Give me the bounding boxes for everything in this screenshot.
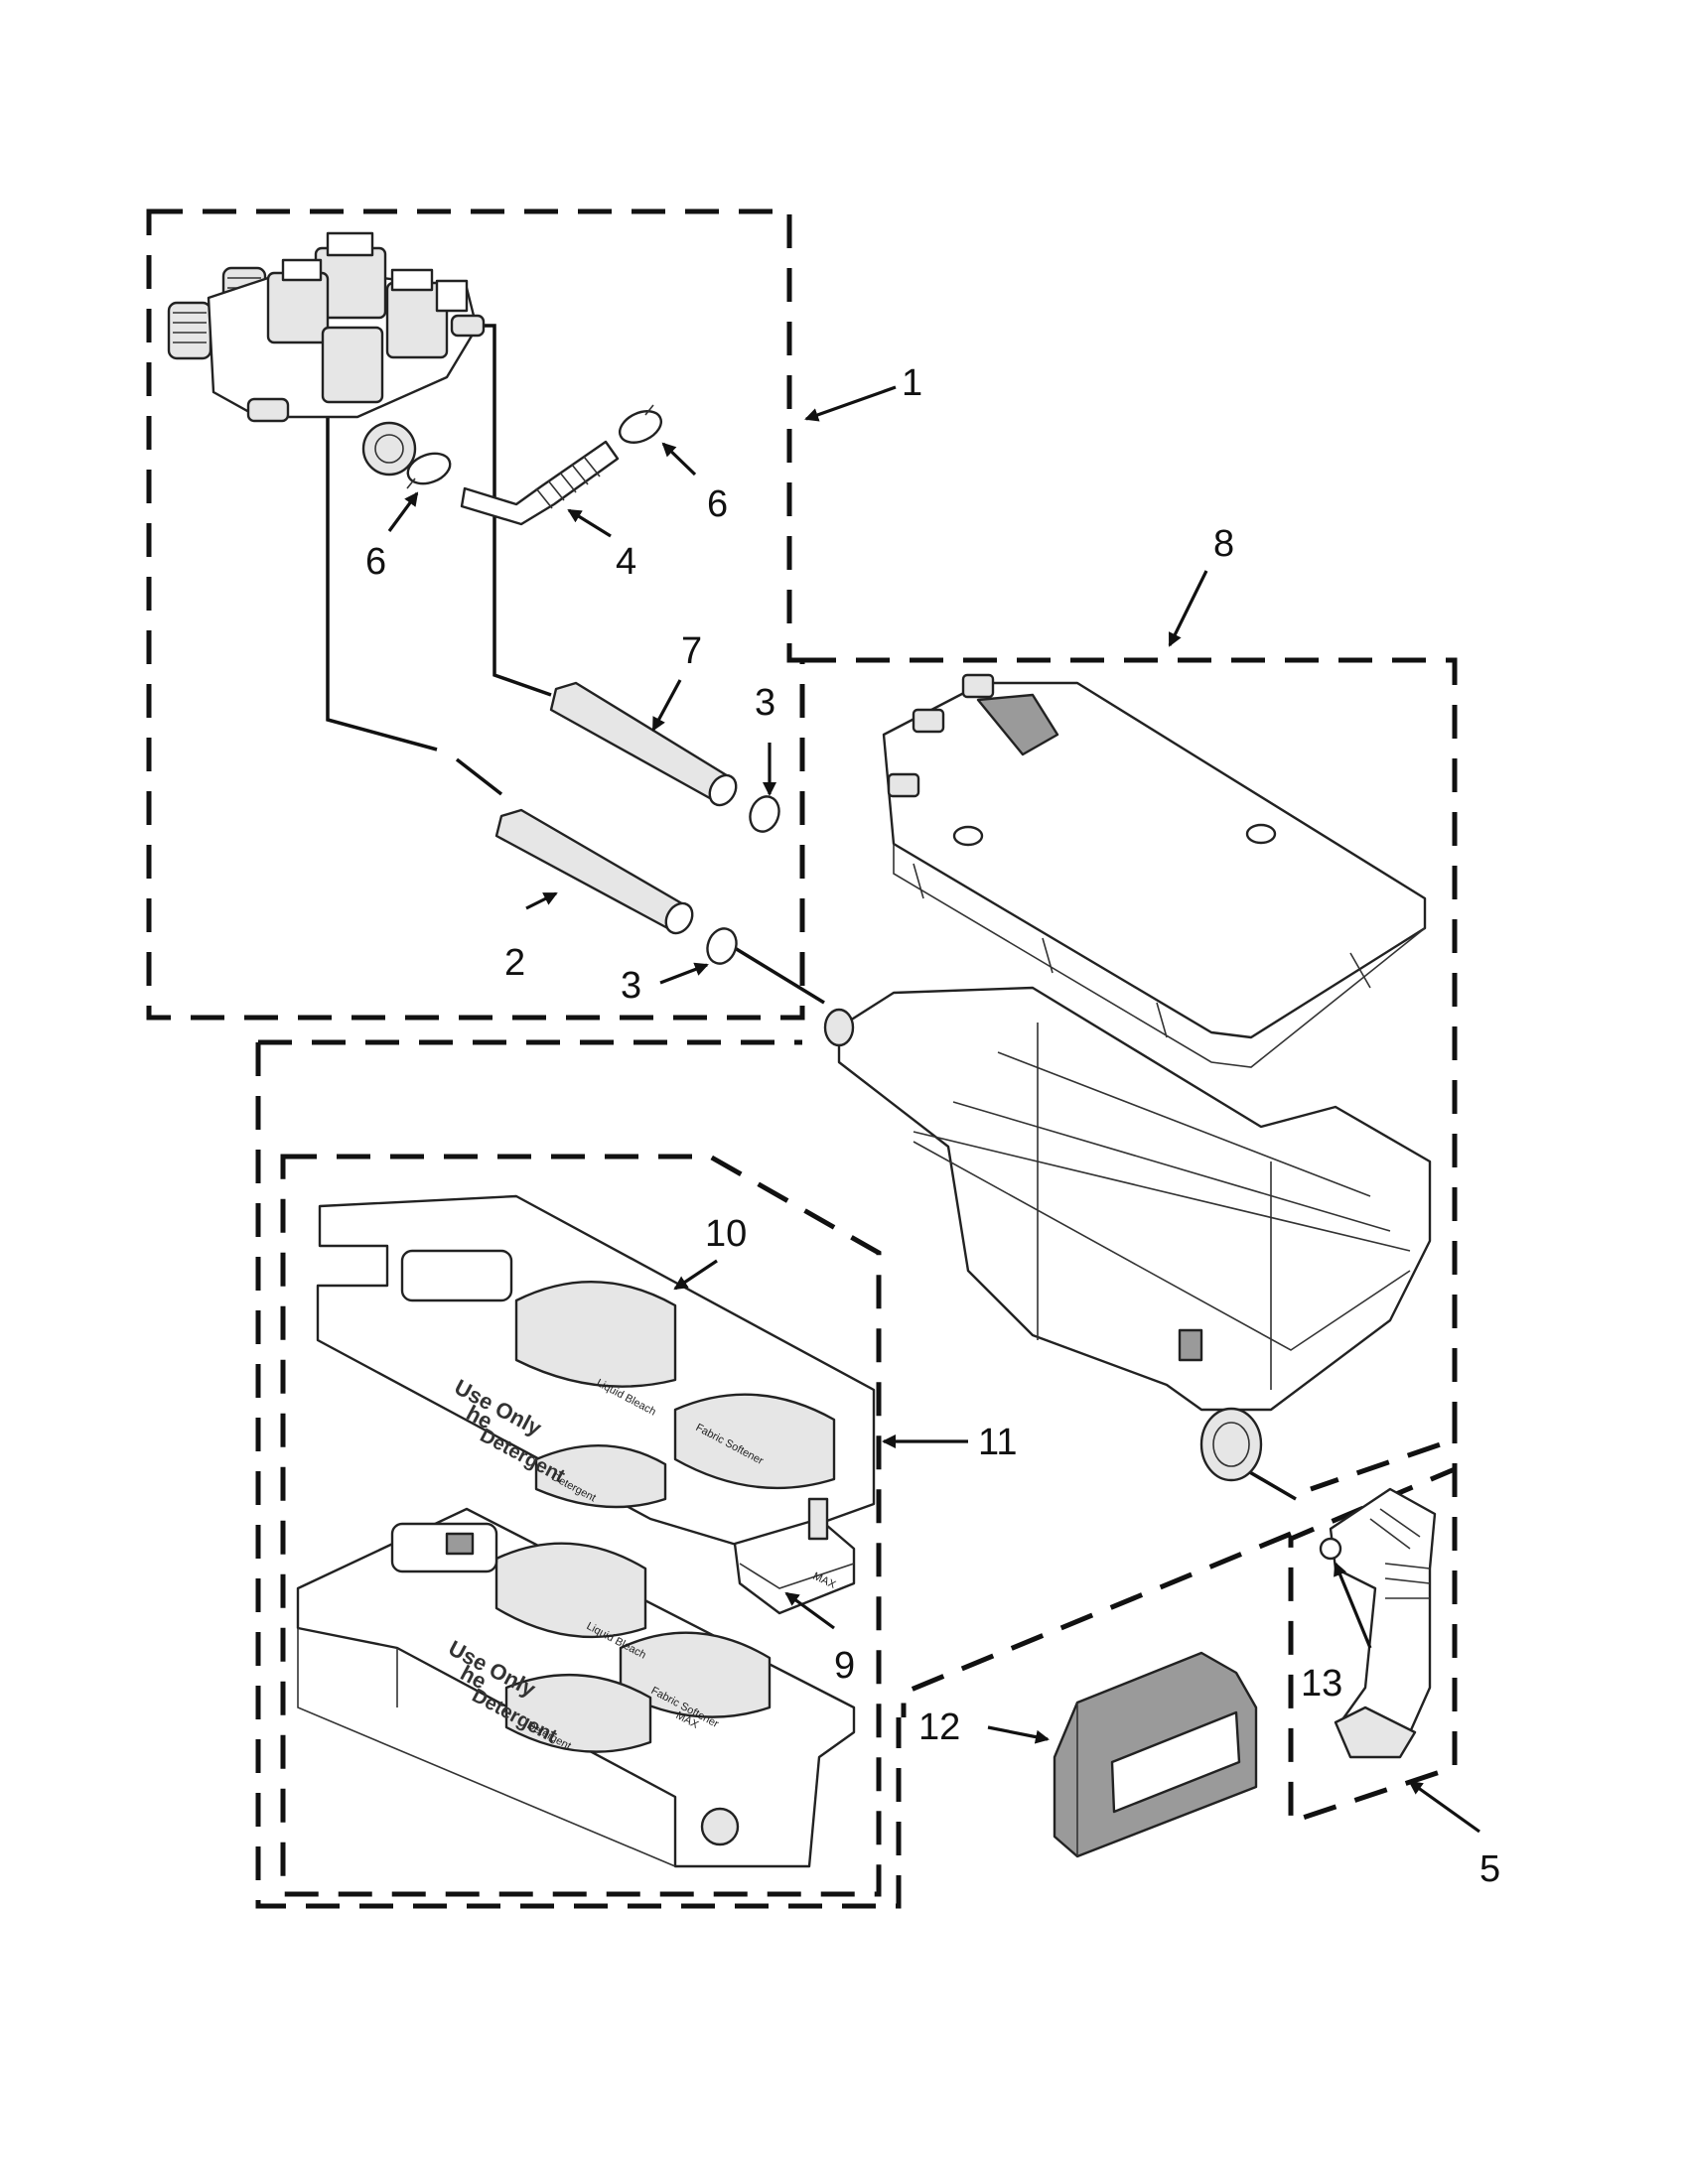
drawer-latch-frame	[390, 1522, 498, 1573]
callout-7: 7	[681, 630, 702, 672]
valve-outlet-round	[361, 421, 417, 477]
hose-clamp	[1319, 1537, 1342, 1561]
siphon-cap-9: MAX	[733, 1497, 856, 1615]
housing-inlet	[823, 1008, 855, 1047]
leader-13	[1334, 1562, 1372, 1649]
group-outlines	[146, 208, 1458, 1909]
tube-2	[494, 808, 694, 935]
housing-tab	[1178, 1328, 1203, 1362]
callout-10: 10	[705, 1213, 747, 1255]
group-box-handle	[901, 1531, 1292, 1717]
callout-3-lower: 3	[621, 965, 641, 1007]
hose-end	[1334, 1706, 1417, 1759]
cover-inlet-2	[912, 708, 945, 734]
leader-2	[525, 891, 558, 910]
leader-4	[567, 508, 612, 538]
callout-6-right: 6	[707, 483, 728, 525]
callout-2: 2	[504, 942, 525, 984]
valve-outlet-upper	[450, 314, 486, 338]
cover-boss-2	[1245, 823, 1277, 845]
leader-7	[651, 679, 682, 732]
insert-cup-1	[514, 1281, 677, 1388]
leader-8	[1168, 570, 1208, 647]
solenoid-terminal-1	[326, 231, 374, 257]
callout-6-left: 6	[365, 541, 386, 583]
drawer-handle-12	[1053, 1651, 1258, 1858]
leader-9	[784, 1591, 835, 1630]
solenoid-4	[321, 326, 384, 404]
leader-1	[804, 385, 897, 422]
drawer-cup-2	[619, 1631, 772, 1718]
route-lower-b	[455, 757, 503, 796]
callout-13: 13	[1301, 1663, 1342, 1705]
tube-7	[549, 681, 738, 807]
cover-boss-1	[952, 825, 984, 847]
clamp-3-lower	[706, 927, 738, 965]
cover-inlet-1	[961, 673, 995, 699]
insert-cup-3	[534, 1444, 667, 1509]
solenoid-connector	[435, 279, 469, 313]
water-valve-assembly	[167, 231, 486, 477]
callout-3-upper: 3	[755, 682, 775, 724]
group-box-dispenser	[802, 657, 1458, 1492]
dispenser-cover	[882, 673, 1427, 1068]
siphon-tab	[807, 1497, 829, 1541]
callout-1: 1	[902, 362, 922, 404]
housing-outlet	[1199, 1407, 1263, 1482]
leader-12	[987, 1725, 1050, 1744]
leader-3-lower	[659, 962, 709, 985]
callout-labels: 1 2 3 3 4 5 6 6 7 8 9 10 11 12 13	[365, 362, 1500, 1890]
insert-latch-frame	[400, 1249, 513, 1302]
leader-10	[673, 1259, 718, 1291]
dispenser-drawer-11: Use Only he Detergent Liquid Bleach Fabr…	[296, 1507, 856, 1868]
route-to-housing	[734, 946, 825, 1005]
bellows-hose-13	[1319, 1487, 1437, 1759]
solenoid-2	[266, 271, 330, 344]
callout-4: 4	[616, 541, 636, 583]
leader-5	[1408, 1780, 1480, 1834]
hose-4	[460, 440, 620, 526]
insert-cup-2	[673, 1393, 836, 1490]
leader-6-left	[387, 491, 419, 532]
clamp-6-right	[619, 404, 662, 444]
callout-9: 9	[834, 1645, 855, 1687]
solenoid-terminal-2	[281, 258, 323, 282]
group-box-drawer-outer	[255, 1039, 902, 1909]
drawer-latch	[445, 1532, 475, 1556]
leader-6-right	[661, 442, 697, 477]
callout-8: 8	[1213, 523, 1234, 565]
group-box-hose	[1288, 1410, 1458, 1826]
dispenser-insert-10: Use Only he Detergent Liquid Bleach Fabr…	[316, 1194, 876, 1551]
clamp-6-left	[406, 452, 452, 489]
drawer-cup-3	[504, 1674, 652, 1753]
callout-11: 11	[978, 1422, 1017, 1463]
solenoid-terminal-3	[390, 268, 434, 292]
clamp-3-upper	[749, 795, 780, 833]
valve-outlet-lower	[246, 397, 290, 423]
dispenser-housing	[823, 986, 1432, 1482]
handle-grip-recess	[1110, 1710, 1241, 1814]
group-box-drawer-inner	[280, 1154, 882, 1897]
callout-12: 12	[918, 1706, 960, 1748]
cover-inlet-3	[887, 772, 920, 798]
drawer-port	[700, 1807, 740, 1846]
cover-inlet-block	[976, 693, 1059, 756]
valve-inlet-left	[167, 301, 212, 360]
drawer-cup-1	[494, 1542, 647, 1639]
leader-arrows	[387, 385, 1480, 1834]
callout-5: 5	[1479, 1848, 1500, 1890]
